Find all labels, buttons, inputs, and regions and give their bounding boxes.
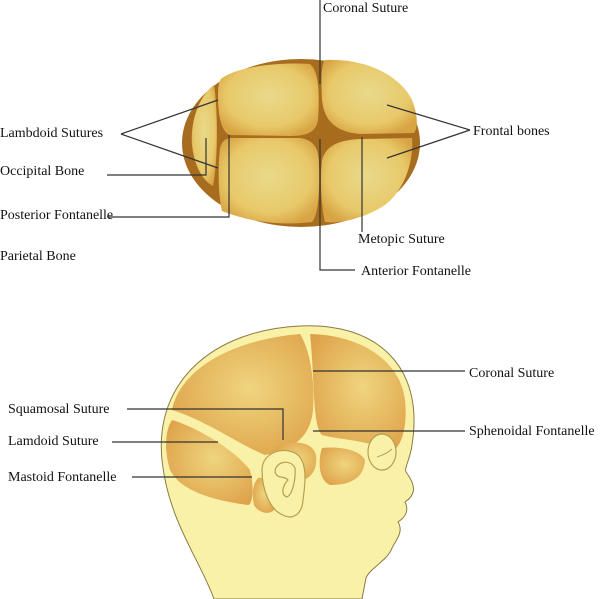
label-lambdoid-sutures: Lambdoid Sutures <box>0 126 103 141</box>
pointer-anterior-fontanelle <box>319 139 355 271</box>
pointer-posterior-fontanelle <box>107 135 230 218</box>
label-occipital-bone: Occipital Bone <box>0 164 84 179</box>
label-parietal-bone: Parietal Bone <box>0 249 76 264</box>
pointer-squamosal-suture <box>127 408 284 440</box>
frontal-bone <box>310 334 406 452</box>
skull-top-view: Coronal Suture Lambdoid Sutures Occipita… <box>0 0 550 279</box>
parietal-bone-right <box>218 138 320 224</box>
label-lamdoid-suture: Lamdoid Suture <box>8 434 99 449</box>
frontal-bone-left <box>321 59 417 134</box>
label-sphenoidal-fontanelle: Sphenoidal Fontanelle <box>469 424 595 439</box>
label-squamosal-suture: Squamosal Suture <box>8 402 110 417</box>
label-posterior-fontanelle: Posterior Fontanelle <box>0 208 113 223</box>
parietal-bone <box>172 334 314 455</box>
label-coronal-suture-side: Coronal Suture <box>469 366 554 381</box>
parietal-bone-left <box>218 63 319 136</box>
pointer-lambdoid-sutures <box>120 99 219 169</box>
label-coronal-suture: Coronal Suture <box>323 1 408 16</box>
label-metopic-suture: Metopic Suture <box>358 232 445 247</box>
sphenoid-bone <box>319 447 365 485</box>
ear-icon <box>261 449 306 518</box>
label-anterior-fontanelle: Anterior Fontanelle <box>361 264 471 279</box>
label-mastoid-fontanelle: Mastoid Fontanelle <box>8 470 117 485</box>
occipital-bone-side <box>166 420 253 505</box>
eye-line <box>376 448 393 458</box>
frontal-bone-right <box>321 138 413 223</box>
label-frontal-bones: Frontal bones <box>473 124 550 139</box>
pointer-frontal-bones <box>386 104 471 159</box>
eye-socket <box>367 433 397 471</box>
pointer-occipital-bone <box>107 138 207 176</box>
skull-side-view: Squamosal Suture Lamdoid Suture Mastoid … <box>8 325 595 599</box>
